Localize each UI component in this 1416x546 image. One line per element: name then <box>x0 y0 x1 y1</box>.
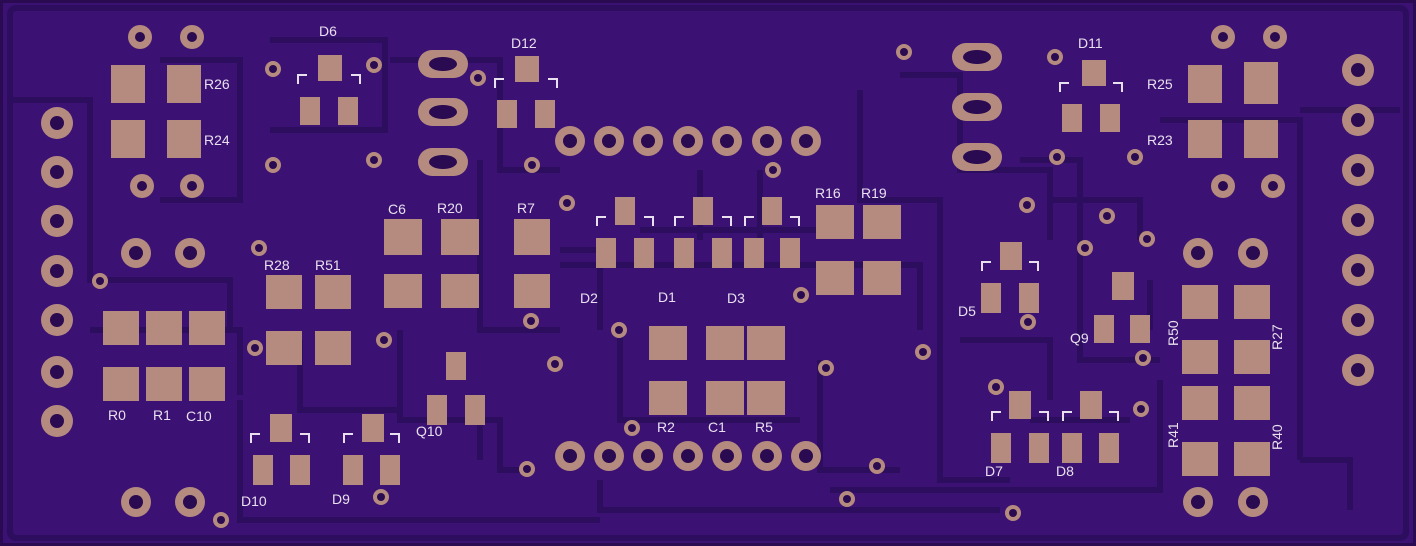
pin-right-6 <box>1342 304 1374 336</box>
label-R24: R24 <box>204 132 230 148</box>
pin-right-2 <box>1342 104 1374 136</box>
pin-right-3 <box>1342 154 1374 186</box>
label-R5: R5 <box>755 419 773 435</box>
pin-right-1 <box>1342 54 1374 86</box>
label-D7: D7 <box>985 463 1003 479</box>
oval-pads <box>418 43 1002 176</box>
th-pads <box>121 25 1287 517</box>
label-R7: R7 <box>517 200 535 216</box>
label-R51: R51 <box>315 257 341 273</box>
label-D12: D12 <box>511 35 537 51</box>
label-R28: R28 <box>264 257 290 273</box>
label-R23: R23 <box>1147 132 1173 148</box>
label-D8: D8 <box>1056 463 1074 479</box>
vias <box>92 44 1155 528</box>
ic-bottom-row <box>555 441 821 471</box>
label-D6: D6 <box>319 23 337 39</box>
label-D5: D5 <box>958 303 976 319</box>
label-D10: D10 <box>241 493 267 509</box>
label-R20: R20 <box>437 200 463 216</box>
label-R50: R50 <box>1165 320 1181 346</box>
label-Q10: Q10 <box>416 423 443 439</box>
header-left <box>41 107 73 437</box>
pin-left-6 <box>41 356 73 388</box>
pin-right-4 <box>1342 204 1374 236</box>
label-R41: R41 <box>1165 422 1181 448</box>
label-R40: R40 <box>1269 424 1285 450</box>
label-C10: C10 <box>186 408 212 424</box>
label-R25: R25 <box>1147 76 1173 92</box>
silkscreen-labels: D6 D12 D11 R26 R24 R25 R23 C6 R20 R7 R16… <box>108 23 1285 509</box>
ic-top-row <box>555 126 821 156</box>
label-C6: C6 <box>388 201 406 217</box>
label-R19: R19 <box>861 185 887 201</box>
pin-left-2 <box>41 156 73 188</box>
pin-right-7 <box>1342 354 1374 386</box>
label-D3: D3 <box>727 290 745 306</box>
label-R0: R0 <box>108 407 126 423</box>
label-D2: D2 <box>580 290 598 306</box>
pin-left-3 <box>41 205 73 237</box>
pin-left-4 <box>41 255 73 287</box>
label-R2: R2 <box>657 419 675 435</box>
label-D9: D9 <box>332 491 350 507</box>
pin-left-1 <box>41 107 73 139</box>
silkscreen-outlines <box>250 74 1123 443</box>
header-right <box>1342 54 1374 386</box>
label-D1: D1 <box>658 289 676 305</box>
label-R26: R26 <box>204 76 230 92</box>
pin-right-5 <box>1342 254 1374 286</box>
pin-left-5 <box>41 304 73 336</box>
pin-left-7 <box>41 405 73 437</box>
label-R16: R16 <box>815 185 841 201</box>
label-Q9: Q9 <box>1070 330 1089 346</box>
smd-pads <box>103 55 1278 485</box>
label-R27: R27 <box>1269 324 1285 350</box>
label-C1: C1 <box>708 419 726 435</box>
label-R1: R1 <box>153 407 171 423</box>
label-D11: D11 <box>1078 35 1103 51</box>
